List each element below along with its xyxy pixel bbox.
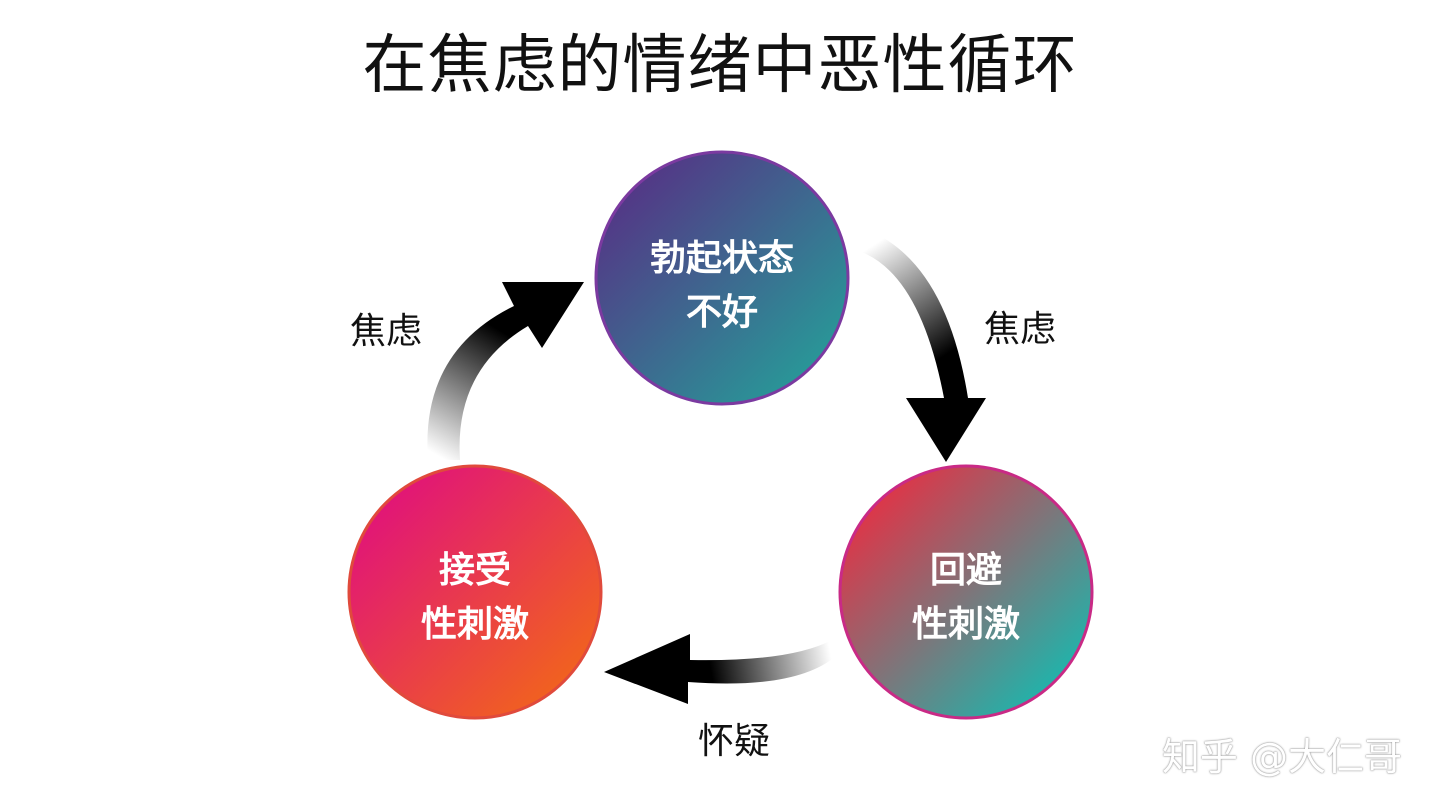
node-top-circle — [594, 150, 850, 406]
node-left-label: 接受 性刺激 — [375, 544, 575, 652]
node-top-line2: 不好 — [685, 292, 758, 333]
arrow-right-to-left — [604, 634, 836, 704]
node-left-circle — [347, 464, 603, 720]
node-right-label: 回避 性刺激 — [866, 544, 1066, 652]
arrow-label-bottom: 怀疑 — [698, 721, 771, 762]
node-right-line1: 回避 — [929, 550, 1002, 591]
node-left-line1: 接受 — [438, 550, 511, 591]
arrow-label-top-right: 焦虑 — [984, 309, 1057, 350]
node-top-line1: 勃起状态 — [649, 238, 794, 279]
arrow-top-to-right — [848, 224, 986, 462]
node-right-circle — [838, 464, 1094, 720]
node-top-label: 勃起状态 不好 — [622, 232, 822, 340]
watermark-text: 知乎 @大仁哥 — [1161, 735, 1402, 779]
node-right-line2: 性刺激 — [911, 604, 1020, 645]
diagram-title: 在焦虑的情绪中恶性循环 — [362, 29, 1078, 103]
arrow-left-to-top — [427, 282, 584, 460]
arrow-label-left: 焦虑 — [350, 311, 423, 352]
node-left-line2: 性刺激 — [420, 604, 529, 645]
